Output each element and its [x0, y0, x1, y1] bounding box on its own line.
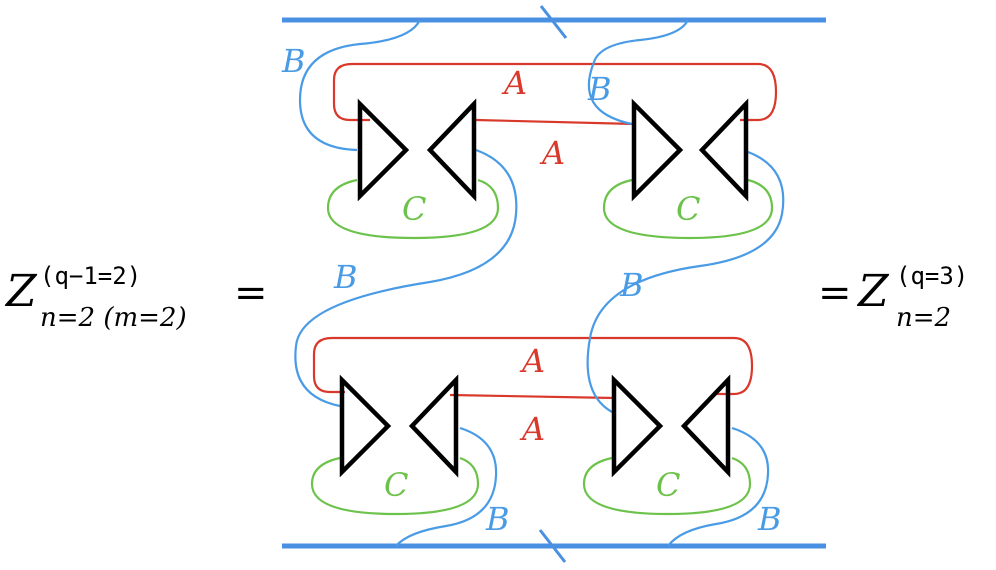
lhs-symbol: Z — [4, 266, 38, 317]
label-C: C — [402, 190, 426, 228]
label-A: A — [501, 64, 527, 102]
strand-A-bottom — [312, 336, 754, 400]
lhs-equation: Z (q−1=2) n=2 (m=2) = — [4, 262, 268, 333]
triangle-right-pointing-4 — [611, 374, 664, 478]
label-B: B — [619, 266, 644, 304]
label-A: A — [519, 410, 545, 448]
rhs-equals: = — [818, 270, 852, 316]
label-B: B — [587, 70, 612, 108]
label-B: B — [485, 500, 510, 538]
strand-A-top — [332, 62, 778, 126]
lhs-equals: = — [234, 270, 268, 316]
bottom-identification-tick — [538, 529, 567, 563]
label-A: A — [539, 134, 565, 172]
label-C: C — [656, 466, 680, 504]
lhs-superscript: (q−1=2) — [40, 262, 141, 290]
label-B: B — [333, 258, 358, 296]
rhs-subscript: n=2 — [896, 303, 951, 333]
rhs-superscript: (q=3) — [896, 262, 968, 290]
strand-B — [294, 19, 785, 547]
strand-C — [310, 178, 774, 516]
triangle-left-pointing-2 — [698, 98, 749, 202]
top-identification-tick — [539, 5, 568, 39]
triangle-left-pointing-1 — [426, 98, 477, 202]
label-C: C — [676, 190, 700, 228]
triangle-left-pointing-4 — [680, 374, 731, 478]
label-B: B — [757, 500, 782, 538]
triangle-left-pointing-3 — [408, 374, 459, 478]
label-B: B — [281, 42, 306, 80]
label-C: C — [384, 466, 408, 504]
tensor-triangles — [339, 98, 749, 478]
lhs-subscript: n=2 (m=2) — [40, 303, 187, 333]
triangle-right-pointing-2 — [631, 98, 684, 202]
strand-labels: B A B A C C B B A A C C B B — [281, 42, 782, 538]
triangle-right-pointing-1 — [357, 98, 410, 202]
rhs-equation: = Z (q=3) n=2 — [818, 262, 968, 333]
label-A: A — [519, 342, 545, 380]
rhs-symbol: Z — [856, 266, 890, 317]
triangle-right-pointing-3 — [339, 374, 392, 478]
